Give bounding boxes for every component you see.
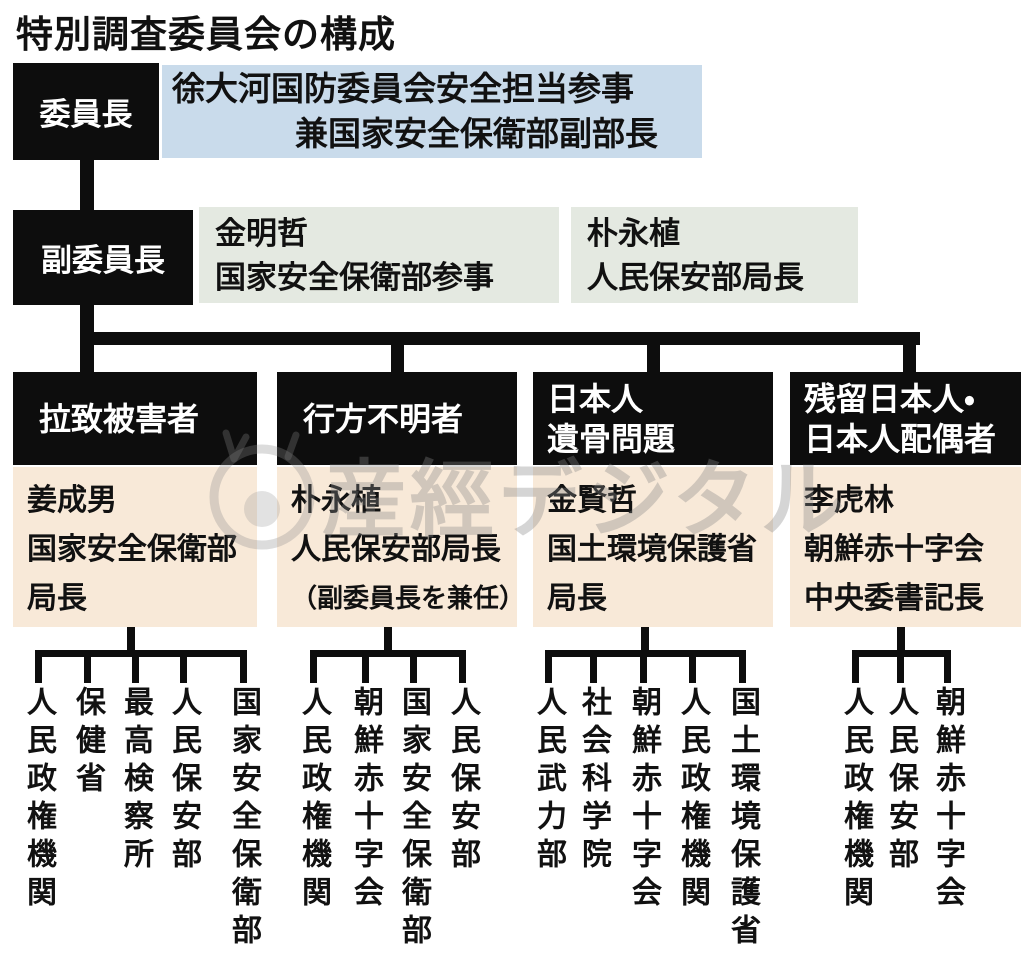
branch-person-remaining-japanese: 李虎林 朝鮮赤十字会 中央委書記長 (790, 467, 1021, 627)
org-item: 人民武力部 (532, 686, 565, 876)
person-title-line1: 人民保安部局長 (291, 533, 501, 566)
connector-main-horizontal (80, 332, 920, 345)
branch-header-remaining-japanese-line1: 残留日本人・ (804, 380, 975, 417)
vice-chairman-label: 副委員長 (41, 243, 165, 278)
person-title-line2: 局長 (547, 582, 607, 615)
subtree-drop (240, 650, 247, 683)
subtree-drop (739, 650, 746, 683)
branch-header-remains-line2: 遺骨問題 (547, 420, 676, 457)
person-title-line1: 国土環境保護省 (547, 533, 757, 566)
person-name: 姜成男 (27, 484, 117, 517)
branch-person-remains: 金賢哲 国土環境保護省 局長 (533, 467, 773, 627)
branch-header-remaining-japanese: 残留日本人・ 日本人配偶者 (790, 372, 1021, 465)
org-item: 国土環境保護省 (726, 686, 759, 952)
branch-header-missing-line1: 行方不明者 (303, 400, 464, 437)
org-item: 国家安全保衛部 (397, 686, 430, 952)
subtree-stub-1 (127, 627, 135, 652)
page-title: 特別調査委員会の構成 (16, 14, 396, 55)
subtree-drop (689, 650, 696, 683)
subtree-drop (545, 650, 552, 683)
vice-chairman-member-2-title: 人民保安部局長 (587, 260, 804, 295)
subtree-stub-4 (897, 627, 905, 652)
subtree-drop (897, 650, 904, 683)
chairman-description-line2: 兼国家安全保衛部副部長 (295, 115, 658, 152)
person-title-line2: 局長 (27, 582, 87, 615)
subtree-horizontal-2 (310, 650, 466, 657)
org-item: 朝鮮赤十字会 (627, 686, 660, 914)
person-title-line2: （副委員長を兼任） (291, 583, 526, 613)
subtree-drop (35, 650, 42, 683)
branch-person-missing: 朴永植 人民保安部局長 （副委員長を兼任） (277, 467, 526, 627)
branch-header-abductees: 拉致被害者 (13, 372, 257, 465)
subtree-drop (852, 650, 859, 683)
subtree-drop (180, 650, 187, 683)
vice-chairman-member-1-name: 金明哲 (215, 216, 308, 251)
org-item: 人民保安部 (884, 686, 917, 876)
chairman-label-box: 委員長 (13, 63, 159, 160)
org-item: 人民政権機関 (297, 686, 330, 914)
subtree-drop (459, 650, 466, 683)
person-title-line2: 中央委書記長 (804, 582, 984, 615)
subtree-drop (410, 650, 417, 683)
connector-chairman-vice (80, 158, 94, 212)
chairman-label: 委員長 (39, 97, 133, 132)
subtree-drop (310, 650, 317, 683)
branch-header-remains-line1: 日本人 (547, 380, 644, 417)
vice-chairman-member-1-box: 金明哲 国家安全保衛部参事 (199, 207, 559, 303)
branch-header-missing: 行方不明者 (277, 372, 517, 465)
connector-drop-branch-3 (647, 345, 660, 373)
branch-person-abductees: 姜成男 国家安全保衛部 局長 (13, 467, 257, 627)
connector-drop-branch-4 (903, 345, 916, 373)
org-item: 人民政権機関 (676, 686, 709, 914)
org-item: 最高検察所 (119, 686, 152, 876)
subtree-drop (944, 650, 951, 683)
branch-header-abductees-line1: 拉致被害者 (39, 400, 200, 437)
person-title-line1: 国家安全保衛部 (27, 533, 237, 566)
subtree-horizontal-1 (35, 650, 247, 657)
person-name: 金賢哲 (547, 484, 637, 517)
org-item: 人民保安部 (167, 686, 200, 876)
org-item: 社会科学院 (577, 686, 610, 876)
person-name: 李虎林 (804, 484, 894, 517)
branch-header-remaining-japanese-line2: 日本人配偶者 (804, 420, 997, 457)
subtree-stub-2 (384, 627, 392, 652)
subtree-stub-3 (641, 627, 649, 652)
subtree-drop (590, 650, 597, 683)
subtree-drop (640, 650, 647, 683)
vice-chairman-member-2-box: 朴永植 人民保安部局長 (571, 207, 858, 303)
org-item: 朝鮮赤十字会 (349, 686, 382, 914)
vice-chairman-member-2-name: 朴永植 (587, 216, 680, 251)
org-item: 保健省 (71, 686, 104, 800)
org-item: 朝鮮赤十字会 (931, 686, 964, 914)
org-item: 人民政権機関 (839, 686, 872, 914)
org-item: 人民保安部 (446, 686, 479, 876)
branch-header-remains: 日本人 遺骨問題 (533, 372, 773, 465)
connector-drop-branch-2 (391, 345, 404, 373)
subtree-drop (132, 650, 139, 683)
subtree-drop (84, 650, 91, 683)
person-name: 朴永植 (291, 484, 381, 517)
chairman-description-line1: 徐大河国防委員会安全担当参事 (172, 70, 634, 107)
subtree-drop (362, 650, 369, 683)
org-item: 国家安全保衛部 (227, 686, 260, 952)
vice-chairman-member-1-title: 国家安全保衛部参事 (215, 260, 494, 295)
chairman-description-box: 徐大河国防委員会安全担当参事 兼国家安全保衛部副部長 (162, 65, 702, 158)
person-title-line1: 朝鮮赤十字会 (804, 533, 984, 566)
org-item: 人民政権機関 (22, 686, 55, 914)
vice-chairman-label-box: 副委員長 (13, 210, 193, 305)
